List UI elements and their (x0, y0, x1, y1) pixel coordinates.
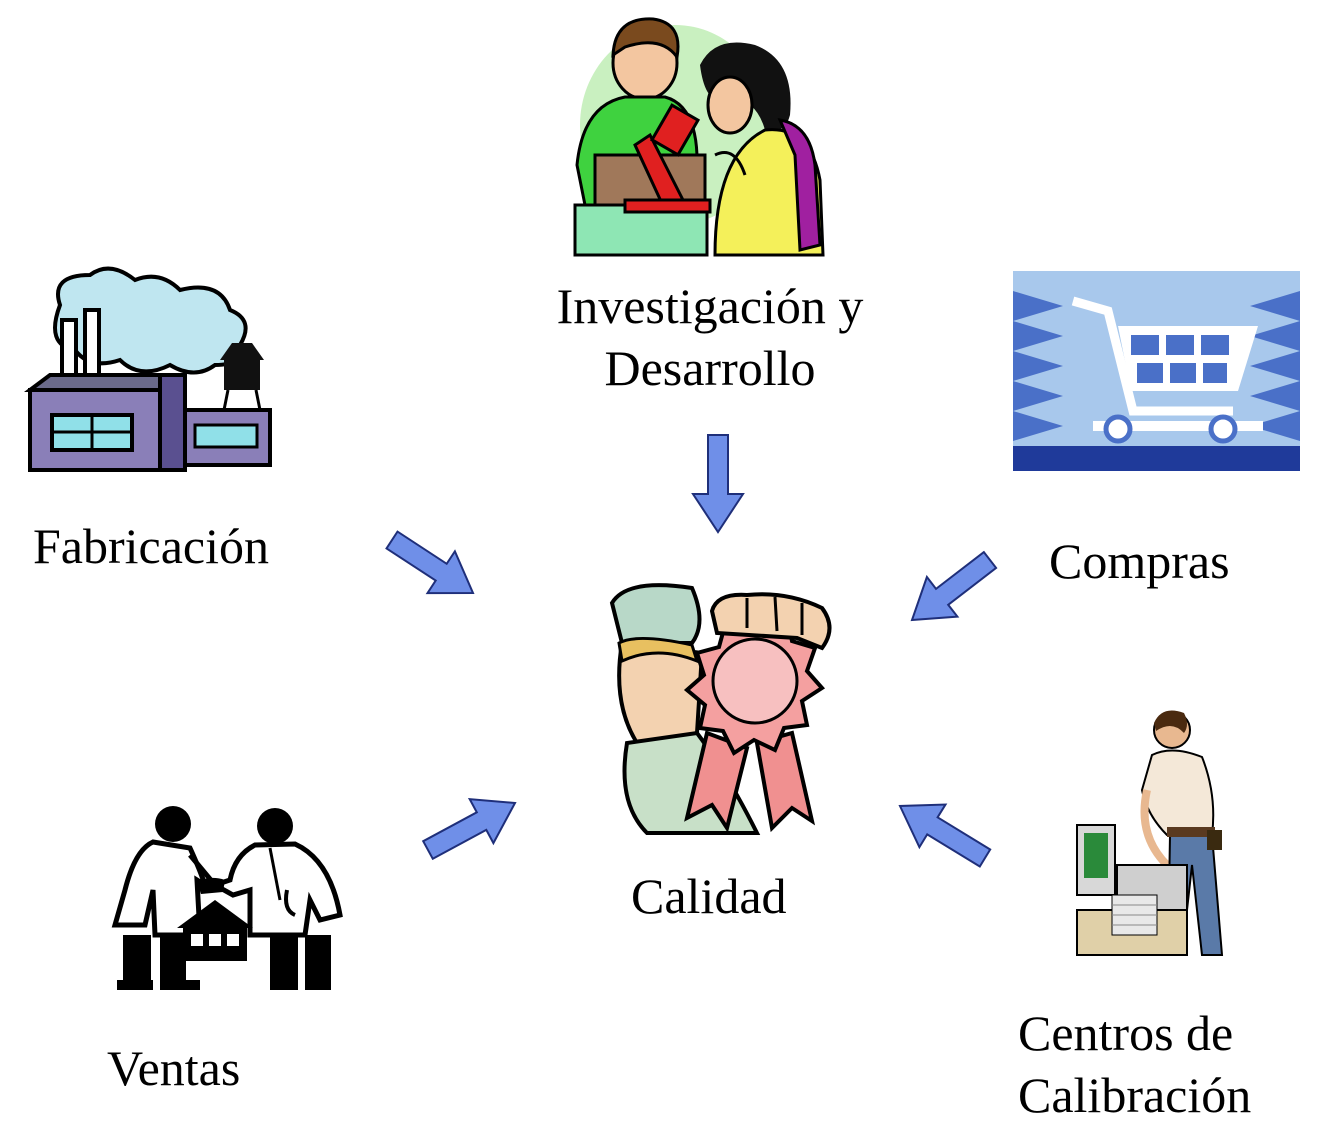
purchasing-label: Compras (1049, 533, 1230, 589)
arrow-from-sales (421, 797, 517, 861)
research-label-line1: Investigación y (556, 278, 864, 334)
arrow-shape (910, 550, 998, 622)
arrow-from-manufacturing (385, 530, 475, 595)
researchers-microscope-icon (565, 5, 825, 257)
quality-award-ribbon-icon (597, 583, 842, 838)
technician-computer-icon (1072, 705, 1247, 960)
arrow-from-research (691, 434, 745, 534)
sales-label: Ventas (107, 1040, 241, 1096)
arrow-from-calibration (898, 803, 992, 868)
factory-icon (20, 265, 282, 477)
arrow-shape (691, 434, 745, 534)
arrow-shape (385, 530, 475, 595)
shopping-cart-icon (1013, 271, 1300, 471)
research-label-line2: Desarrollo (604, 340, 816, 396)
calibration-label-line1: Centros de (1018, 1005, 1234, 1061)
calibration-label-line2: Calibración (1018, 1067, 1252, 1123)
arrow-shape (421, 797, 517, 861)
arrow-shape (898, 803, 992, 868)
quality-label: Calidad (631, 868, 787, 924)
handshake-house-icon (105, 800, 345, 990)
arrow-from-purchasing (910, 550, 998, 622)
manufacturing-label: Fabricación (33, 518, 270, 574)
